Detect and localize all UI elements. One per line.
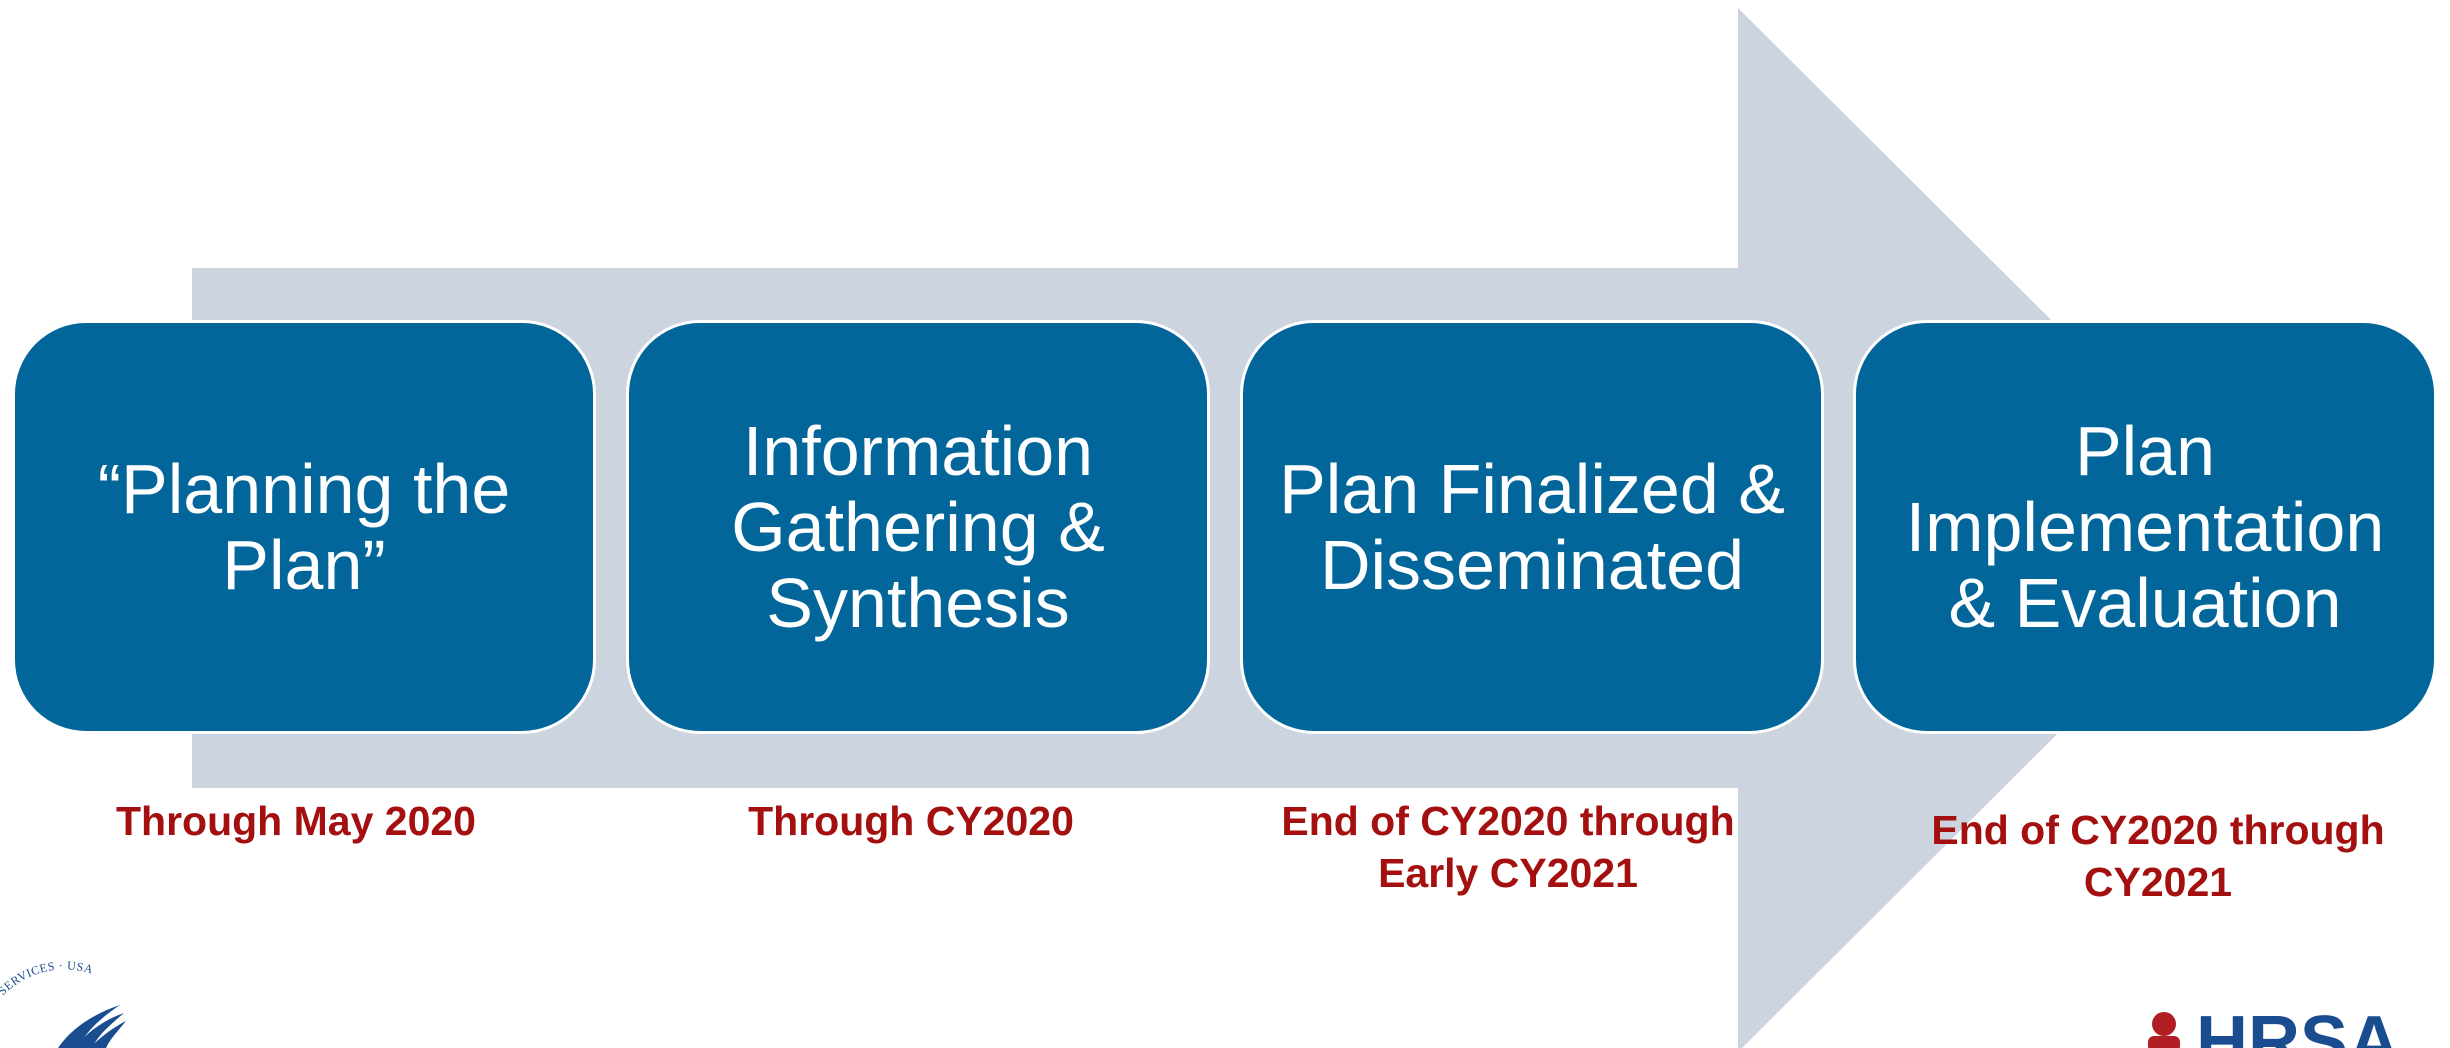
step-box-plan-implementation: Plan Implementation & Evaluation — [1853, 320, 2437, 734]
step-timing-planning: Through May 2020 — [116, 798, 476, 844]
step-timing-plan-finalized: End of CY2020 through Early CY2021 — [1281, 798, 1735, 896]
step-label-plan-finalized: Plan Finalized & Disseminated — [1279, 450, 1785, 604]
hrsa-wordmark: HRSA — [2196, 1004, 2400, 1048]
step-timing-plan-implementation: End of CY2020 through CY2021 — [1931, 807, 2385, 905]
step-box-information-gathering: Information Gathering & Synthesis — [626, 320, 1210, 734]
arrow-shape — [192, 8, 2262, 1048]
hrsa-logo: HRSA — [2148, 1004, 2400, 1048]
hhs-seal-logo: HUMAN SERVICES · USA — [0, 958, 126, 1048]
step-label-planning: “Planning the Plan” — [97, 450, 511, 604]
hrsa-person-icon — [2152, 1012, 2176, 1036]
step-box-planning: “Planning the Plan” — [12, 320, 596, 734]
step-label-information-gathering: Information Gathering & Synthesis — [731, 412, 1105, 642]
step-timing-information-gathering: Through CY2020 — [748, 798, 1074, 844]
step-box-plan-finalized: Plan Finalized & Disseminated — [1240, 320, 1824, 734]
step-label-plan-implementation: Plan Implementation & Evaluation — [1905, 412, 2385, 642]
